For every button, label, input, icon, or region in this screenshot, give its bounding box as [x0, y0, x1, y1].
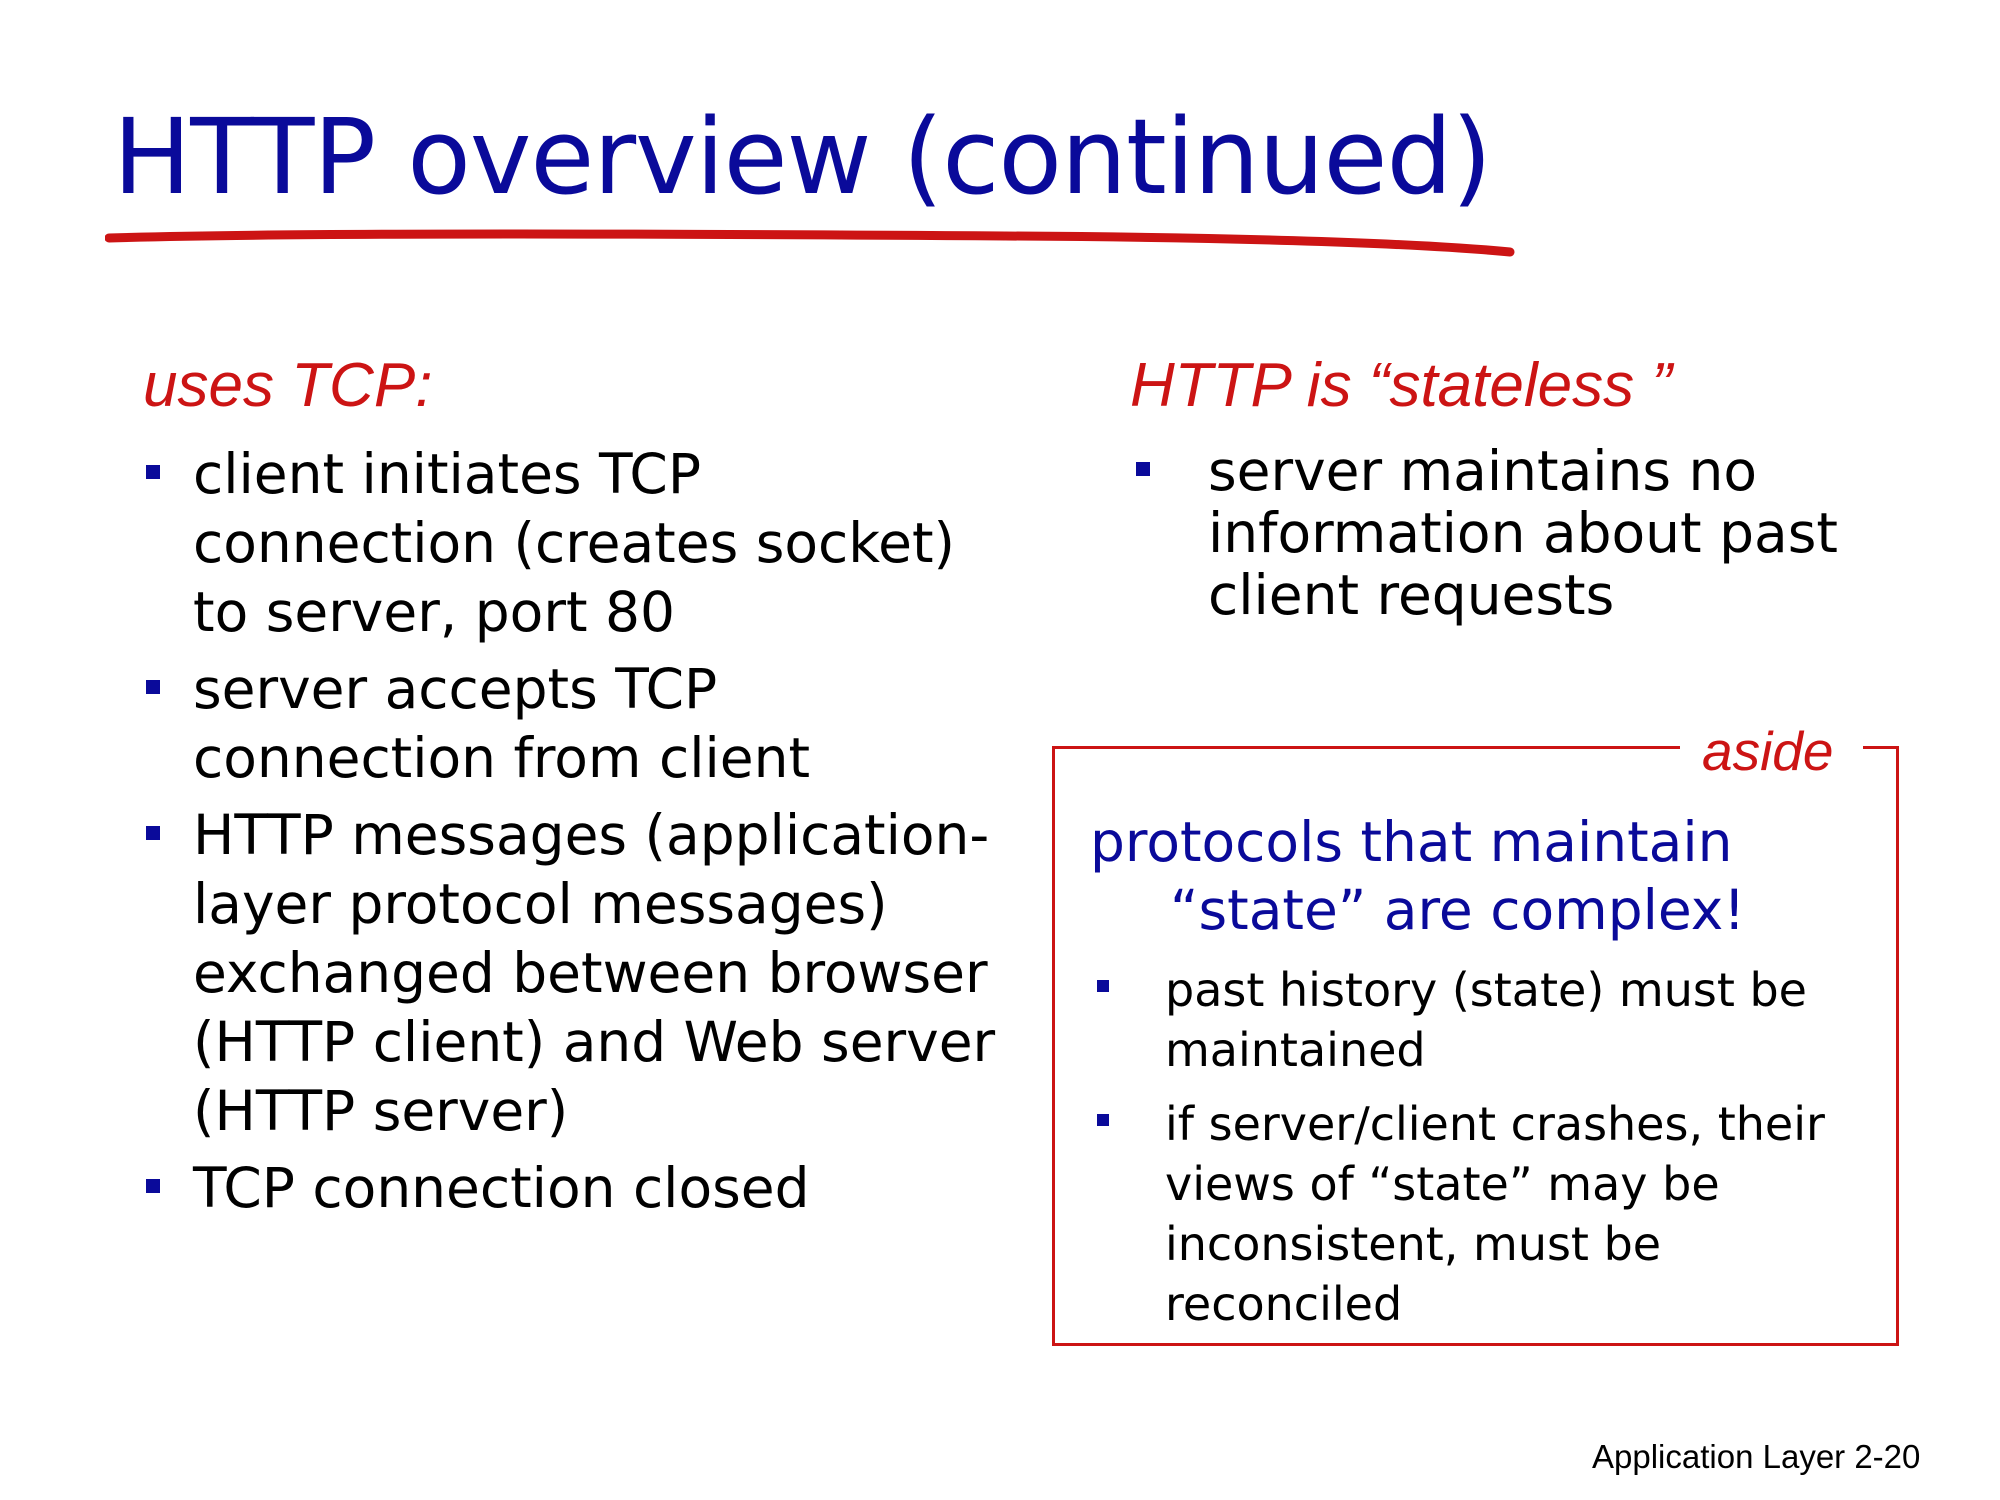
square-bullet-icon	[146, 465, 160, 479]
slide-footer: Application Layer 2-20	[1592, 1438, 1921, 1475]
list-item: server maintains no information about pa…	[1133, 440, 1853, 626]
stateless-bullet-list: server maintains no information about pa…	[1133, 440, 1853, 626]
bullet-text: server maintains no information about pa…	[1208, 439, 1838, 627]
aside-title-line2: “state” are complex!	[1170, 878, 1746, 942]
list-item: if server/client crashes, their views of…	[1095, 1094, 1885, 1334]
list-item: HTTP messages (application-layer protoco…	[143, 801, 1013, 1146]
tcp-bullet-list: client initiates TCP connection (creates…	[143, 440, 1013, 1231]
square-bullet-icon	[146, 1179, 160, 1193]
aside-title: protocols that maintain “state” are comp…	[1090, 808, 1880, 944]
list-item: client initiates TCP connection (creates…	[143, 440, 1013, 647]
bullet-text: past history (state) must be maintained	[1165, 963, 1807, 1077]
aside-title-line1: protocols that maintain	[1090, 810, 1733, 874]
bullet-text: HTTP messages (application-layer protoco…	[193, 803, 996, 1143]
list-item: server accepts TCP connection from clien…	[143, 655, 1013, 793]
bullet-text: if server/client crashes, their views of…	[1165, 1097, 1825, 1331]
slide-title: HTTP overview (continued)	[113, 96, 1492, 218]
square-bullet-icon	[1097, 980, 1109, 992]
aside-bullet-list: past history (state) must be maintained …	[1095, 960, 1885, 1348]
title-underline	[105, 229, 1515, 257]
bullet-text: TCP connection closed	[193, 1156, 810, 1220]
aside-label: aside	[1680, 718, 1864, 784]
square-bullet-icon	[1136, 462, 1150, 476]
list-item: TCP connection closed	[143, 1154, 1013, 1223]
aside-box	[1052, 746, 1899, 1346]
square-bullet-icon	[146, 680, 160, 694]
uses-tcp-heading: uses TCP:	[143, 351, 433, 420]
square-bullet-icon	[1097, 1114, 1109, 1126]
square-bullet-icon	[146, 826, 160, 840]
bullet-text: client initiates TCP connection (creates…	[193, 442, 955, 644]
stateless-heading: HTTP is “stateless ”	[1130, 351, 1672, 420]
list-item: past history (state) must be maintained	[1095, 960, 1885, 1080]
bullet-text: server accepts TCP connection from clien…	[193, 657, 811, 790]
